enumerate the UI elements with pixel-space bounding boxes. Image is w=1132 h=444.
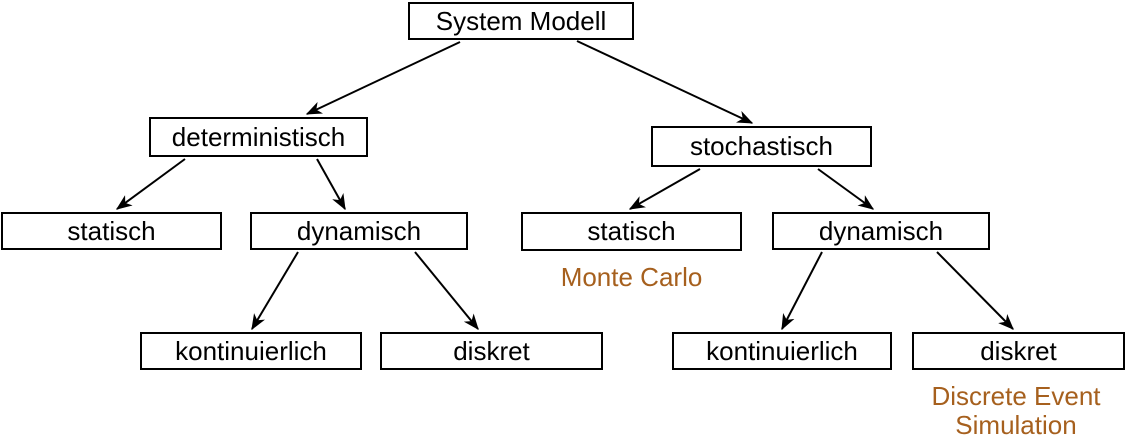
- arrow-det-to-dynamisch: [316, 158, 346, 211]
- arrow-sto-to-dynamisch: [817, 168, 875, 210]
- arrow-sto-to-statisch: [628, 168, 701, 210]
- node-sto-kontinuierlich: kontinuierlich: [672, 332, 892, 370]
- node-det-diskret: diskret: [380, 332, 603, 370]
- arrow-dynR-to-kontinuierlich: [781, 251, 823, 331]
- node-stochastisch-dynamisch: dynamisch: [772, 212, 990, 250]
- node-stochastisch: stochastisch: [651, 126, 872, 167]
- arrow-dynL-to-diskret: [414, 251, 479, 330]
- arrow-system-to-stochastisch: [576, 40, 754, 124]
- node-sto-diskret: diskret: [912, 332, 1125, 370]
- arrow-system-to-deterministisch: [305, 41, 461, 115]
- node-system-modell: System Modell: [408, 2, 634, 40]
- node-det-kontinuierlich: kontinuierlich: [140, 332, 362, 370]
- node-deterministisch-statisch: statisch: [1, 212, 222, 250]
- arrow-dynR-to-diskret: [936, 251, 1014, 330]
- node-stochastisch-statisch: statisch: [521, 212, 742, 251]
- node-deterministisch: deterministisch: [149, 117, 368, 157]
- monte-carlo-label: Monte Carlo: [560, 262, 703, 292]
- discrete-event-line2: Simulation: [955, 410, 1077, 440]
- node-deterministisch-dynamisch: dynamisch: [250, 212, 468, 250]
- arrow-dynL-to-kontinuierlich: [251, 251, 299, 331]
- arrow-det-to-statisch: [115, 158, 186, 210]
- discrete-event-simulation-label: Discrete Event Simulation: [900, 382, 1132, 440]
- discrete-event-line1: Discrete Event: [931, 381, 1101, 411]
